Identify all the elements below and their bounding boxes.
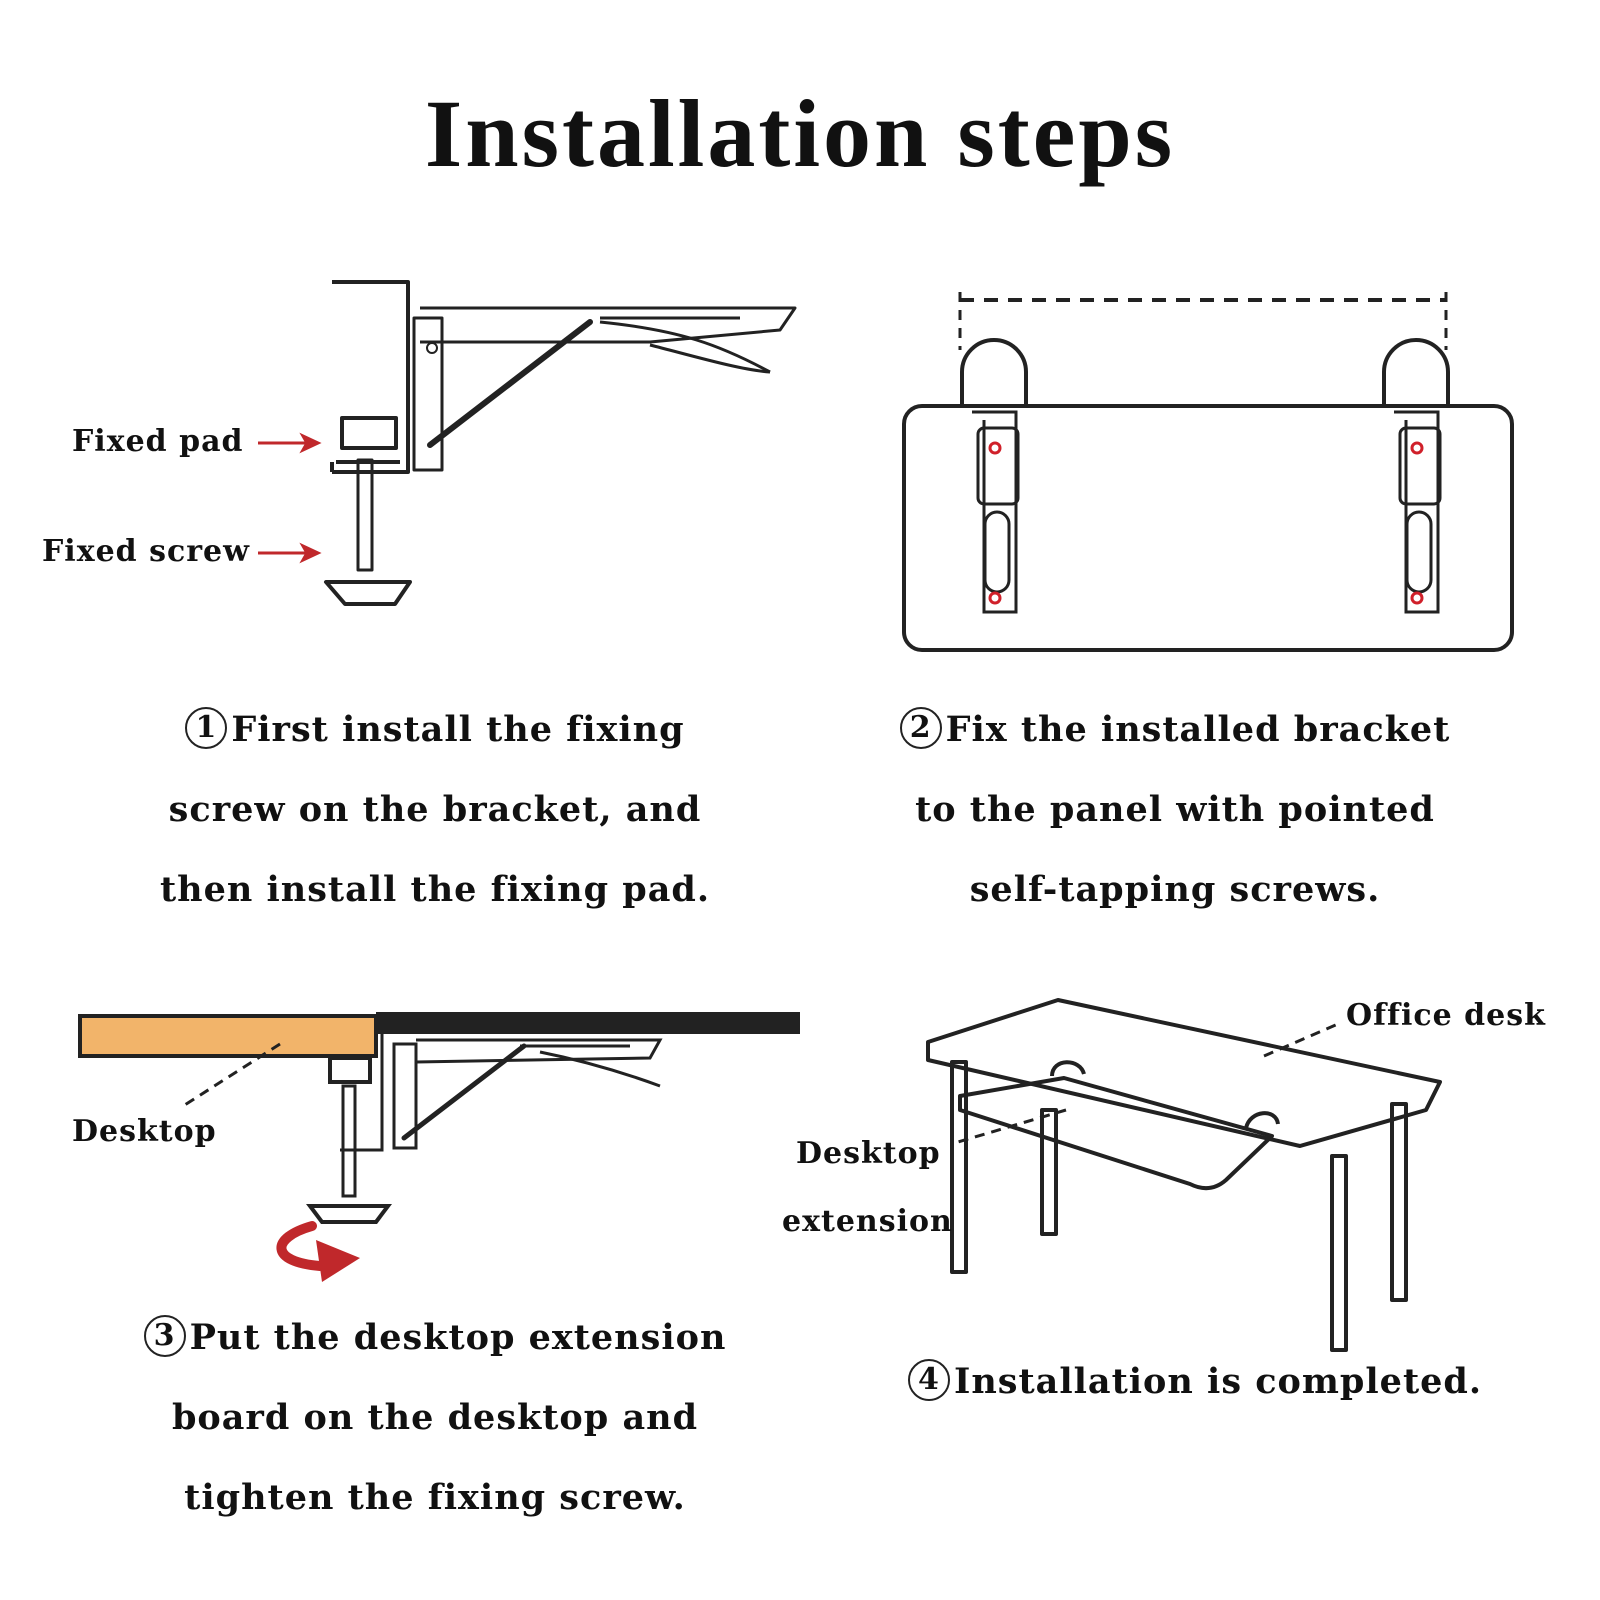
step-2-line-1: Fix the installed bracket	[945, 709, 1451, 750]
step-4-number: 4	[907, 1359, 950, 1401]
fixed-screw-label: Fixed screw	[42, 534, 250, 569]
page-title: Installation steps	[424, 80, 1176, 187]
step-3-number: 3	[143, 1315, 186, 1357]
figure-3-desktop-diagram	[78, 1012, 800, 1282]
figure-2-panel-diagram	[902, 292, 1514, 652]
desktop-label: Desktop	[72, 1114, 217, 1149]
step-1-line-2: screw on the bracket, and	[168, 789, 702, 830]
step-3-line-3: tighten the fixing screw.	[184, 1477, 686, 1518]
step-1-line-3: then install the fixing pad.	[159, 869, 711, 910]
figure-4-desk-diagram	[926, 998, 1442, 1352]
office-desk-label: Office desk	[1346, 998, 1546, 1033]
figure-1-bracket-diagram	[258, 280, 797, 606]
step-3-line-2: board on the desktop and	[171, 1397, 699, 1438]
fixed-pad-label: Fixed pad	[72, 424, 244, 459]
step-2-line-3: self-tapping screws.	[969, 869, 1381, 910]
step-3-line-1: Put the desktop extension	[189, 1317, 727, 1358]
step-4-line-1: Installation is completed.	[953, 1361, 1483, 1402]
desktop-extension-label-line-2: extension	[782, 1204, 953, 1239]
step-2-line-2: to the panel with pointed	[915, 789, 1435, 830]
desktop-extension-label-line-1: Desktop	[796, 1136, 941, 1171]
step-2-number: 2	[899, 707, 942, 749]
step-1-number: 1	[185, 707, 228, 749]
step-1-line-1: First install the fixing	[231, 709, 685, 750]
